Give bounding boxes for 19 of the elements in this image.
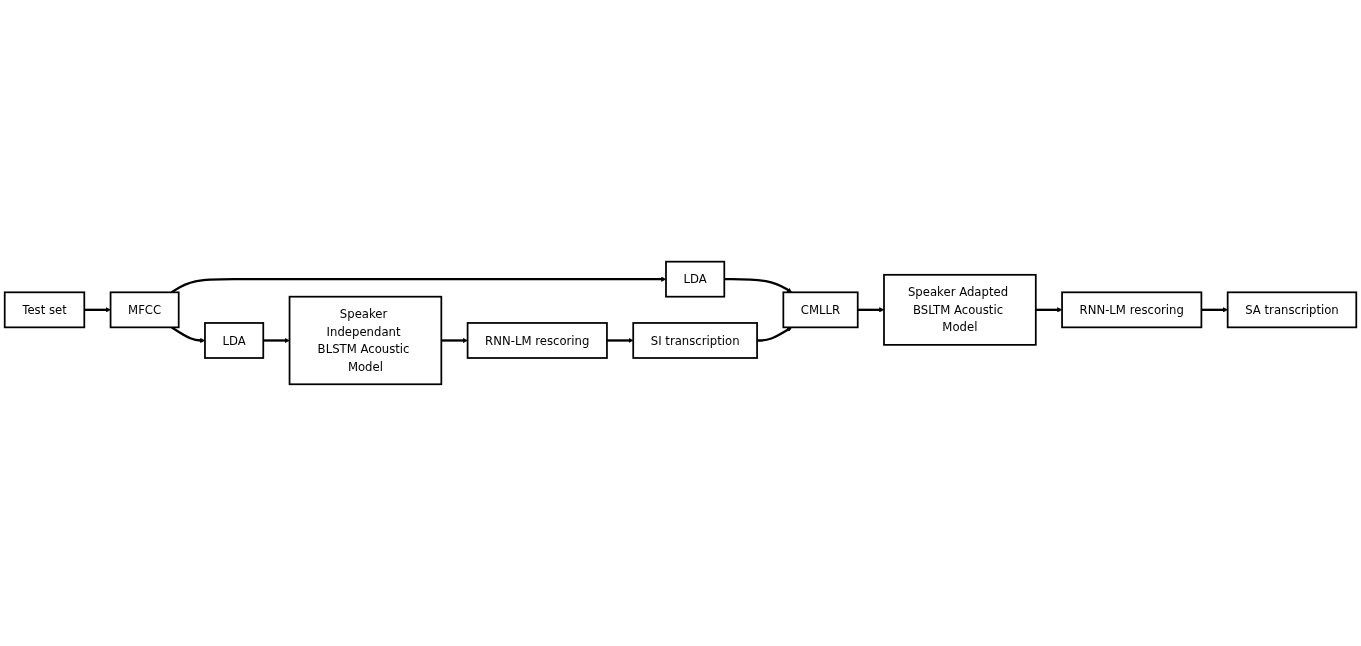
node-box: SA transcription	[1226, 291, 1358, 329]
node-box: Test set	[3, 291, 86, 329]
arrow	[1201, 307, 1228, 313]
arrow	[441, 337, 468, 344]
arrow	[263, 337, 290, 344]
node-box: Speaker Adapted BSLTM Acoustic Model	[883, 273, 1037, 346]
arrow	[757, 327, 792, 342]
node-box: Speaker Independant BLSTM Acoustic Model	[288, 295, 443, 386]
node-box: MFCC	[109, 291, 180, 329]
node-box: SI transcription	[632, 322, 758, 359]
arrow	[606, 337, 634, 344]
node-box: RNN-LM rescoring	[1061, 291, 1203, 329]
arrow	[724, 278, 792, 293]
node-box: LDA	[204, 322, 265, 359]
arrow	[1035, 307, 1063, 313]
node-box: CMLLR	[782, 291, 859, 329]
node-box: LDA	[665, 260, 726, 298]
arrow	[84, 307, 111, 313]
node-box: RNN-LM rescoring	[466, 322, 608, 359]
